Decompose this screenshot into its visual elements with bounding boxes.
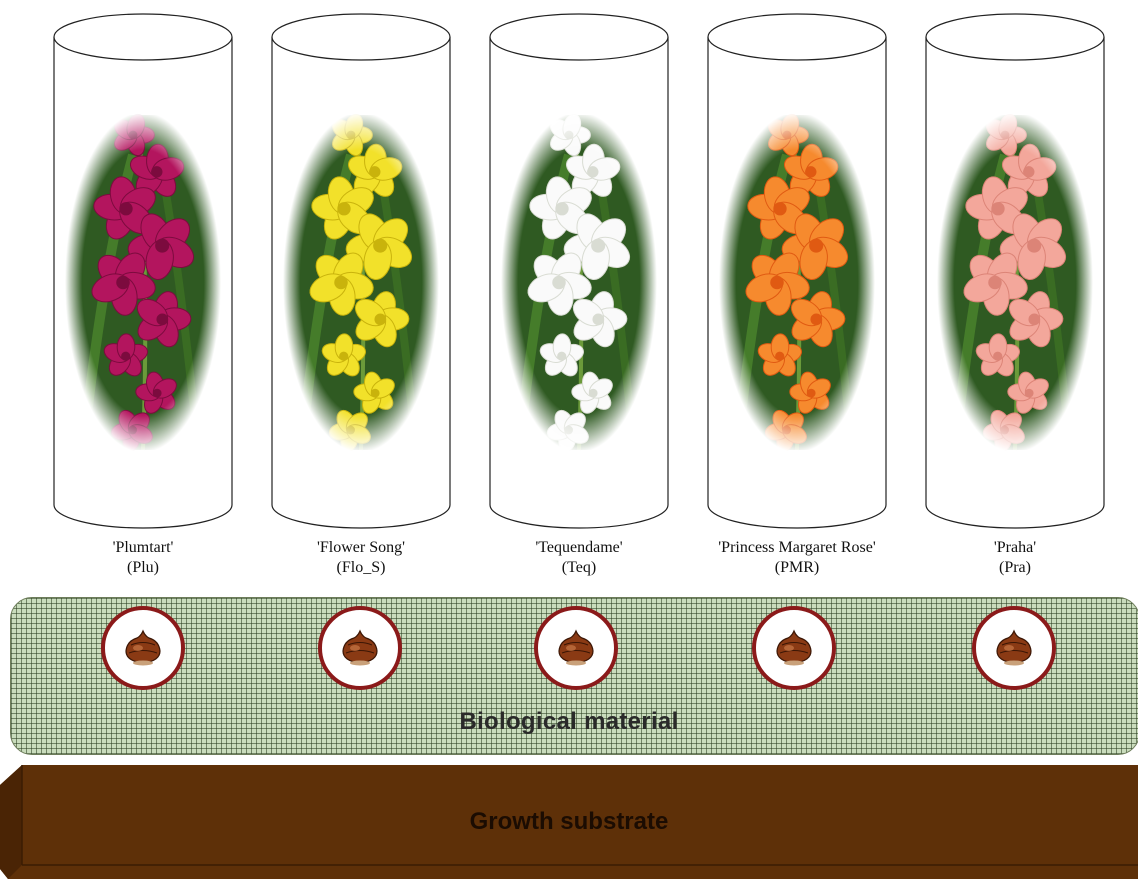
corm-icon (340, 627, 380, 667)
growth-substrate-label: Growth substrate (0, 808, 1138, 836)
bulb-icon (752, 606, 836, 690)
cultivar-code: (Pra) (915, 558, 1115, 578)
cultivar-name: 'Plumtart' (43, 538, 243, 558)
bulb-icon (534, 606, 618, 690)
cultivar-caption-praha: 'Praha' (Pra) (915, 538, 1115, 578)
orange-gladiolus-icon (719, 112, 875, 452)
white-gladiolus-icon (501, 112, 657, 452)
corm-icon (994, 627, 1034, 667)
cultivar-caption-princess-margaret-rose: 'Princess Margaret Rose' (PMR) (697, 538, 897, 578)
corm-icon (774, 627, 814, 667)
corm-icon (123, 627, 163, 667)
cultivar-code: (PMR) (697, 558, 897, 578)
pink-gladiolus-icon (937, 112, 1093, 452)
bulb-icon (972, 606, 1056, 690)
cultivar-name: 'Tequendame' (479, 538, 679, 558)
cultivar-code: (Plu) (43, 558, 243, 578)
cultivar-caption-flower-song: 'Flower Song' (Flo_S) (261, 538, 461, 578)
biological-material-label: Biological material (0, 708, 1138, 736)
yellow-gladiolus-icon (283, 112, 439, 452)
cultivar-name: 'Praha' (915, 538, 1115, 558)
cultivar-code: (Flo_S) (261, 558, 461, 578)
cultivar-caption-tequendame: 'Tequendame' (Teq) (479, 538, 679, 578)
cultivar-caption-plumtart: 'Plumtart' (Plu) (43, 538, 243, 578)
cultivar-cylinders (0, 0, 1138, 540)
cylinders-drawing (0, 0, 1138, 540)
magenta-gladiolus-icon (65, 112, 221, 452)
cultivar-code: (Teq) (479, 558, 679, 578)
cultivar-name: 'Flower Song' (261, 538, 461, 558)
bulb-icon (101, 606, 185, 690)
bulb-icon (318, 606, 402, 690)
corm-icon (556, 627, 596, 667)
cultivar-name: 'Princess Margaret Rose' (697, 538, 897, 558)
